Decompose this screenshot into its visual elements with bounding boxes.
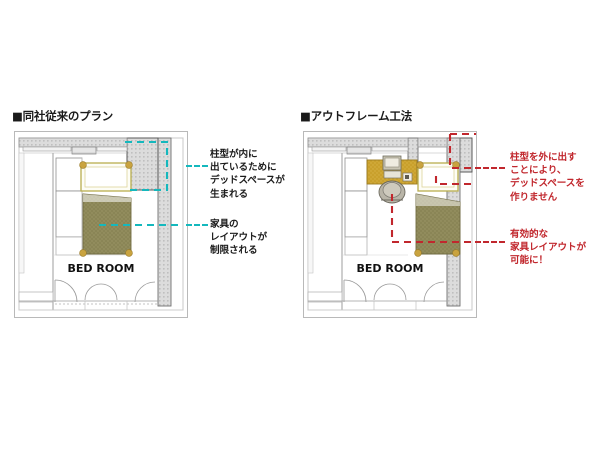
leader-dash-red-top <box>475 167 505 169</box>
floorplan-outframe: BED ROOM <box>303 131 477 318</box>
panel-header-conventional: ■同社従来のプラン <box>12 108 113 124</box>
svg-text:BED ROOM: BED ROOM <box>68 262 135 275</box>
annotation-no-dead-space: 柱型を外に出す ことにより、 デッドスペースを 作りません <box>510 152 585 203</box>
panel-header-outframe-label: ■アウトフレーム工法 <box>300 109 413 123</box>
annotation-layout-limited: 家具の レイアウトが 制限される <box>210 219 267 257</box>
annotation-dead-space: 柱型が内に 出ているために デッドスペースが 生まれる <box>210 149 285 200</box>
panel-header-conventional-label: ■同社従来のプラン <box>12 109 114 123</box>
floorplan-conventional: BED ROOM <box>14 131 188 318</box>
svg-text:BED ROOM: BED ROOM <box>357 262 424 275</box>
annotation-effective-layout: 有効的な 家具レイアウトが 可能に！ <box>510 229 586 267</box>
leader-dash-cyan-top <box>186 165 208 167</box>
leader-dash-cyan-bottom <box>186 224 208 226</box>
leader-dash-red-bottom <box>475 241 505 243</box>
panel-header-outframe: ■アウトフレーム工法 <box>300 108 412 124</box>
